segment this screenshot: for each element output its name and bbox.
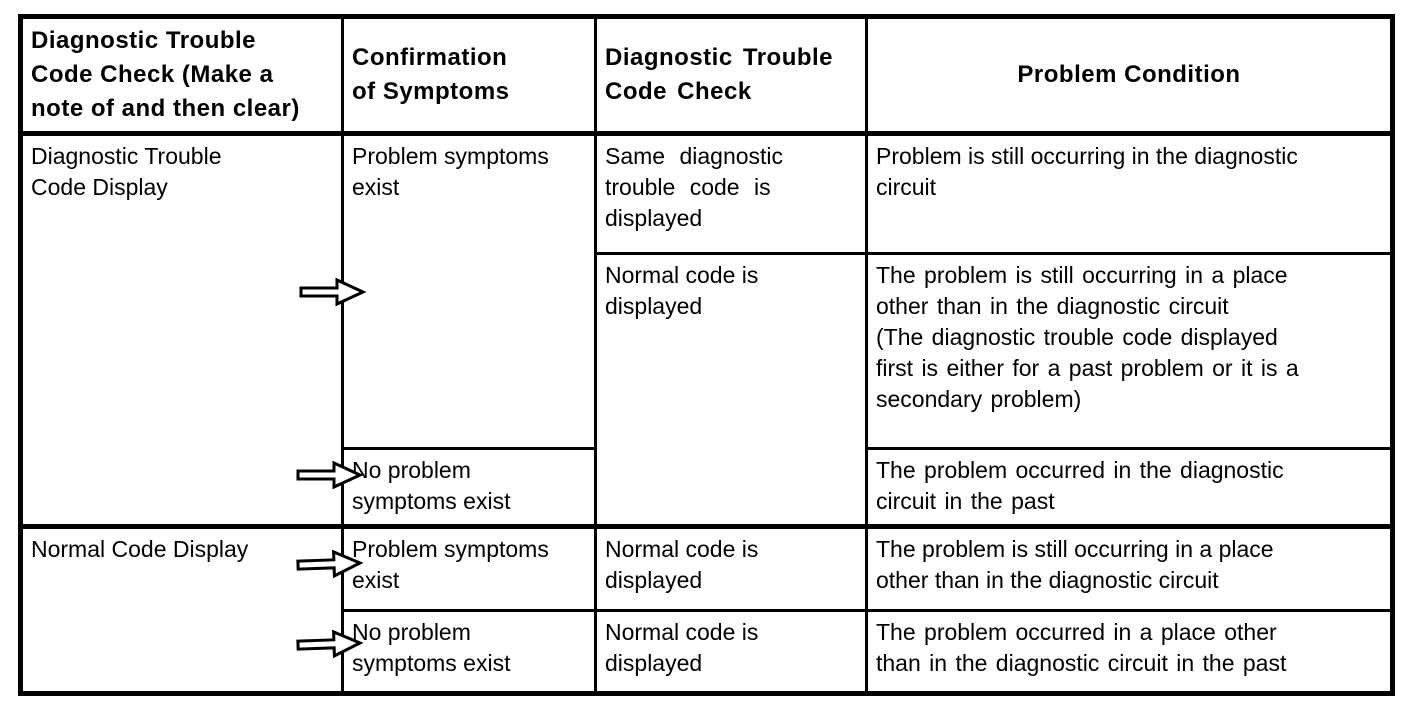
cell-problem-symptoms-exist-2: Problem symptoms exist <box>341 524 597 612</box>
table-row: No problem symptoms exist Normal code is… <box>21 609 1394 695</box>
cell-normal-code-displayed-2: Normal code is displayed <box>594 524 868 612</box>
cell-problem-still-occurring-circuit: Problem is still occurring in the diagno… <box>865 132 1394 255</box>
header-confirmation-of-symptoms: Confirmation of Symptoms <box>341 15 597 136</box>
cell-normal-code-display: Normal Code Display <box>19 524 344 695</box>
cell-problem-other-place-secondary: The problem is still occurring in a plac… <box>865 252 1394 450</box>
table-row: Normal code is displayed The problem is … <box>21 252 1394 528</box>
cell-normal-code-displayed-3: Normal code is displayed <box>594 609 868 695</box>
cell-problem-occurred-circuit-past: The problem occurred in the diagnostic c… <box>865 447 1394 528</box>
header-dtc-check-note-clear: Diagnostic Trouble Code Check (Make a no… <box>19 15 344 136</box>
header-row: Diagnostic Trouble Code Check (Make a no… <box>19 15 1394 136</box>
cell-no-problem-symptoms-2: No problem symptoms exist <box>341 609 597 695</box>
diagnostic-trouble-code-table: Diagnostic Trouble Code Check (Make a no… <box>18 14 1395 696</box>
cell-dtc-display: Diagnostic Trouble Code Display <box>19 132 344 528</box>
table-row: No problem symptoms exist The problem oc… <box>21 447 1394 528</box>
cell-problem-occurred-other-place-past: The problem occurred in a place other th… <box>865 609 1394 695</box>
cell-problem-still-occurring-other-place: The problem is still occurring in a plac… <box>865 524 1394 612</box>
cell-no-problem-symptoms-1: No problem symptoms exist <box>341 447 597 528</box>
table-row: Diagnostic Trouble Code Display Problem … <box>19 132 1394 528</box>
table-row: Normal Code Display Problem symptoms exi… <box>19 524 1394 695</box>
cell-same-dtc-displayed: Same diagnostic trouble code is displaye… <box>594 132 868 255</box>
header-problem-condition: Problem Condition <box>865 15 1394 136</box>
cell-normal-code-displayed-1: Normal code is displayed <box>594 252 868 528</box>
cell-problem-symptoms-exist-1: Problem symptoms exist <box>341 132 597 450</box>
header-dtc-check: Diagnostic Trouble Code Check <box>594 15 868 136</box>
